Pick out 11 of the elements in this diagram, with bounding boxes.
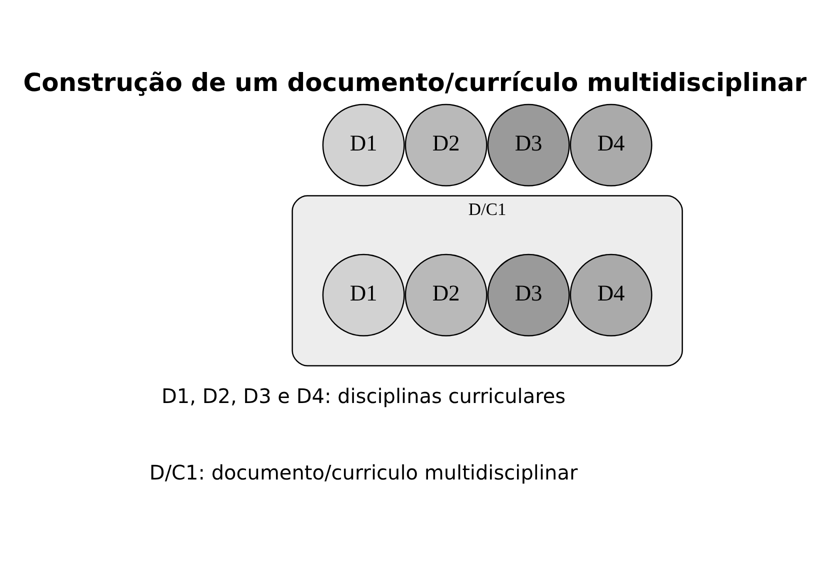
node-circle: D1: [322, 104, 405, 186]
diagram-title: Construção de um documento/currículo multidisciplinar: [23, 68, 807, 97]
node-circle: D2: [404, 104, 488, 186]
node-circle: D1: [322, 254, 405, 336]
node-circle: D2: [404, 254, 488, 336]
label: D/C1: documento/curriculo multidisciplinar: [149, 460, 578, 484]
node-circle: D4: [570, 254, 652, 336]
node-circle: D3: [487, 104, 570, 186]
node-circle: D3: [487, 254, 570, 336]
label: D1, D2, D3 e D4: disciplinas curriculares: [162, 384, 566, 408]
node-circle: D4: [570, 104, 652, 186]
